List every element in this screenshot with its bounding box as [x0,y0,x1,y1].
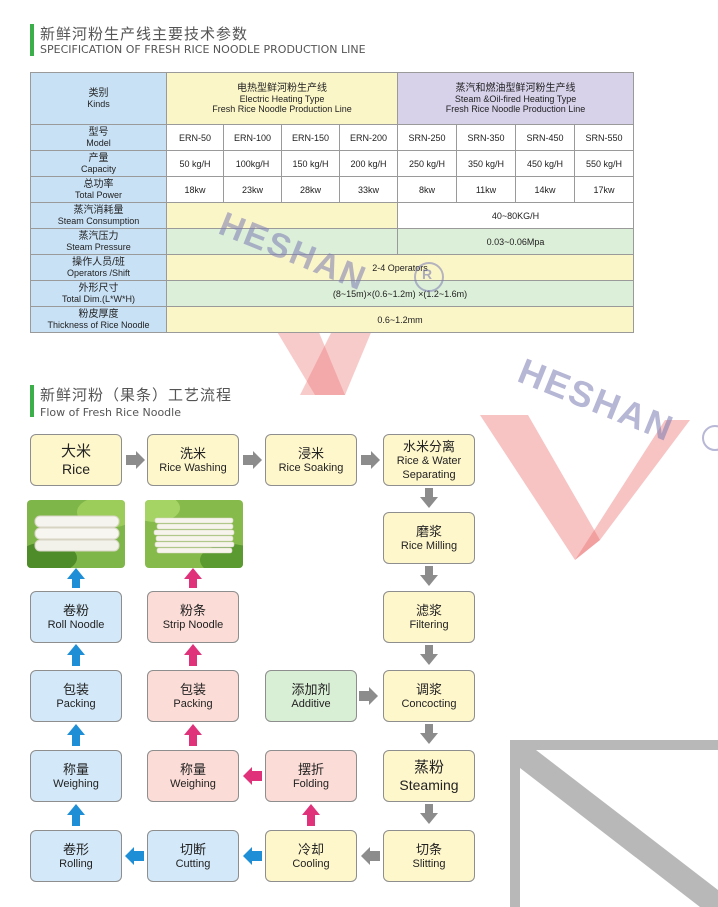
watermark-registered-icon-1 [414,262,444,292]
cell: SRN-350 [456,124,517,151]
cell: ERN-50 [166,124,224,151]
cell: 28kw [281,176,340,203]
cell: 0.6~1.2mm [165,306,635,333]
cell-empty [165,228,399,255]
cell: 200 kg/H [338,150,399,177]
decor-diagonal [510,740,718,907]
cell: 40~80KG/H [397,202,635,229]
cell: ERN-150 [281,124,340,151]
cell: 2-4 Operators [165,254,635,281]
cell: 14kw [515,176,576,203]
cell: SRN-450 [515,124,576,151]
spec-title-cn: 新鲜河粉生产线主要技术参数 [40,25,249,43]
cell: 450 kg/H [515,150,576,177]
cell: 17kw [574,176,635,203]
flow-title-en: Flow of Fresh Rice Noodle [40,406,181,419]
roll-noodle-photo [27,500,125,568]
cell: (8~15m)×(0.6~1.2m) ×(1.2~1.6m) [165,280,635,307]
cell: SRN-550 [574,124,635,151]
cell: 250 kg/H [397,150,458,177]
watermark-registered-icon-2 [702,425,718,451]
cell: 18kw [166,176,224,203]
watermark-registered-letter-1: R [422,266,433,282]
steam-type-header: 蒸汽和燃油型鲜河粉生产线 Steam &Oil-fired Heating Ty… [397,72,635,125]
cell: 150 kg/H [281,150,340,177]
cell: 350 kg/H [456,150,517,177]
cell: 550 kg/H [574,150,635,177]
spec-title-en: SPECIFICATION OF FRESH RICE NOODLE PRODU… [40,43,366,56]
cell: ERN-100 [223,124,282,151]
cell: 11kw [456,176,517,203]
cell: 100kg/H [223,150,282,177]
cell: 50 kg/H [166,150,224,177]
section-accent-bar [30,24,34,56]
strip-noodle-photo [145,500,243,568]
section-accent-bar [30,385,34,417]
cell: 33kw [338,176,399,203]
flow-title-cn: 新鲜河粉（果条）工艺流程 [40,386,233,404]
cell-empty [165,202,399,229]
cell: ERN-200 [338,124,399,151]
electric-type-header: 电热型鲜河粉生产线 Electric Heating Type Fresh Ri… [165,72,399,125]
